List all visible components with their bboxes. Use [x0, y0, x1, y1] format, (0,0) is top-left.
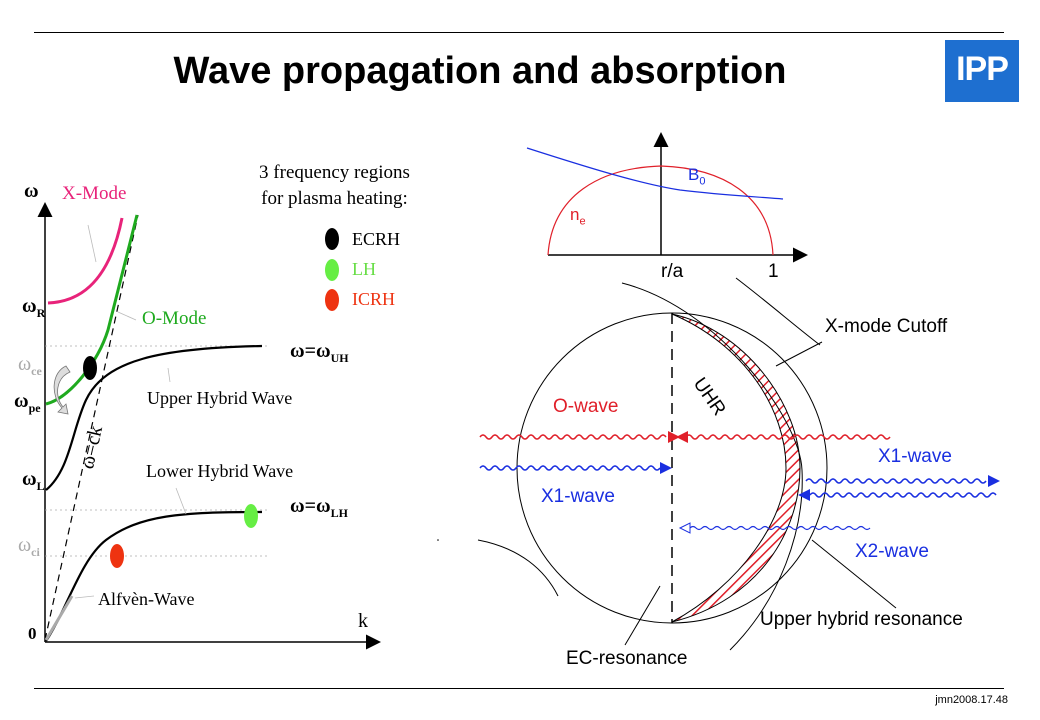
page-title: Wave propagation and absorption	[173, 50, 787, 92]
omega-r-symbol: ω	[22, 295, 37, 317]
top-rule	[34, 32, 1004, 33]
o-mode-label: O-Mode	[142, 308, 207, 329]
heating-heading-1: 3 frequency regions	[259, 162, 410, 183]
x1-wave-left-arrowhead	[660, 462, 672, 474]
o-wave-arrowhead	[668, 431, 680, 443]
upper-hybrid-curve	[45, 344, 263, 491]
omega-ce-label: ωce	[18, 353, 42, 379]
profile-plot	[526, 132, 808, 263]
legend-ecrh-dot	[325, 228, 339, 250]
omega-lh-text: ω=ω	[290, 495, 331, 517]
x1-wave-right-line-2	[809, 492, 997, 498]
x1-wave-left-label: X1-wave	[541, 486, 615, 507]
x1-wave-right-line-1	[805, 478, 987, 484]
r-over-a-label: r/a	[661, 261, 684, 282]
logo-text: IPP	[956, 50, 1009, 88]
omega-ce-symbol: ω	[18, 353, 32, 375]
ne-curve	[547, 165, 774, 256]
omega-r-sub: R	[36, 306, 46, 320]
footer-id: jmn2008.17.48	[935, 694, 1008, 706]
b0-sub: 0	[699, 175, 706, 188]
omega-l-label: ωL	[22, 468, 45, 494]
stray-dot	[437, 539, 439, 541]
b0-curve	[526, 147, 784, 200]
o-wave-line	[479, 434, 667, 440]
omega-ce-sub: ce	[31, 364, 42, 378]
legend-lh-dot	[325, 259, 339, 281]
o-wave-label: O-wave	[553, 396, 619, 417]
o-mode-curve	[45, 214, 139, 406]
origin-label: 0	[28, 624, 37, 643]
omega-uh-text: ω=ω	[290, 340, 331, 362]
lower-hybrid-label: Lower Hybrid Wave	[146, 461, 294, 481]
b0-symbol: B	[688, 165, 700, 184]
cross-section	[477, 277, 1000, 651]
k-axis-label: k	[358, 610, 368, 632]
x2-wave-label: X2-wave	[855, 541, 929, 562]
omega-pe-symbol: ω	[14, 390, 29, 412]
ce-pe-arrow	[53, 365, 71, 415]
uhr-resonance-leader	[811, 539, 897, 609]
o-mode-leader	[117, 311, 137, 321]
heating-heading-2: for plasma heating:	[261, 188, 408, 209]
legend-icrh: ICRH	[352, 289, 396, 309]
omega-lh-label: ω=ωLH	[290, 495, 348, 521]
omega-uh-label: ω=ωUH	[290, 340, 349, 366]
cutoff-leader	[775, 341, 823, 367]
lower-hybrid-curve	[45, 510, 263, 642]
ne-label: ne	[570, 205, 586, 227]
x1-wave-right-label: X1-wave	[878, 446, 952, 467]
cutoff-outer-line	[621, 282, 803, 651]
alfven-leader	[74, 595, 95, 599]
uh-leader	[167, 367, 171, 383]
outer-arc-upper	[735, 277, 821, 346]
x-mode-curve	[47, 217, 124, 305]
alfven-label: Alfvèn-Wave	[98, 589, 195, 609]
legend-lh: LH	[352, 259, 376, 279]
ec-resonance-label: EC-resonance	[566, 648, 688, 669]
lh-marker	[244, 504, 258, 528]
ne-symbol: n	[570, 205, 580, 224]
icrh-marker	[110, 544, 124, 568]
ipp-logo: IPP	[945, 40, 1019, 102]
ec-resonance-leader	[624, 585, 661, 646]
legend-icrh-dot	[325, 289, 339, 311]
o-wave-right-line	[685, 434, 891, 440]
omega-r-label: ωR	[22, 295, 45, 321]
omega-ci-sub: ci	[31, 545, 40, 559]
omega-axis-label: ω	[24, 180, 39, 202]
x-mode-label: X-Mode	[62, 183, 127, 204]
alfven-segment	[44, 595, 74, 641]
o-wave-right-arrowhead	[676, 431, 688, 443]
omega-ci-symbol: ω	[18, 534, 32, 556]
profile-x-end-label: 1	[768, 261, 779, 282]
dispersion-diagram	[37, 202, 381, 650]
omega-lh-sub: LH	[330, 506, 348, 520]
bottom-rule	[34, 688, 1004, 689]
x1-wave-left-line	[479, 465, 661, 471]
outer-arc-lower	[477, 539, 559, 597]
lh-leader	[175, 487, 187, 515]
x1-wave-right-arrowhead-1	[988, 475, 1000, 487]
omega-pe-sub: pe	[28, 401, 41, 415]
x1-wave-right-arrowhead-2	[798, 489, 810, 501]
ne-sub: e	[579, 215, 586, 228]
upper-hybrid-label: Upper Hybrid Wave	[147, 388, 293, 408]
x-mode-leader	[87, 224, 97, 263]
upper-hybrid-resonance-label: Upper hybrid resonance	[760, 609, 963, 630]
ecrh-marker	[83, 356, 97, 380]
x2-wave-arrowhead	[678, 522, 691, 534]
omega-pe-label: ωpe	[14, 390, 41, 416]
x2-wave-line	[689, 525, 871, 531]
omega-l-symbol: ω	[22, 468, 37, 490]
omega-l-sub: L	[36, 479, 45, 493]
x-mode-cutoff-label: X-mode Cutoff	[825, 316, 948, 337]
legend-ecrh: ECRH	[352, 229, 401, 249]
light-line	[44, 214, 139, 641]
b0-label: B0	[688, 165, 705, 187]
omega-ci-label: ωci	[18, 534, 40, 560]
omega-uh-sub: UH	[330, 351, 349, 365]
